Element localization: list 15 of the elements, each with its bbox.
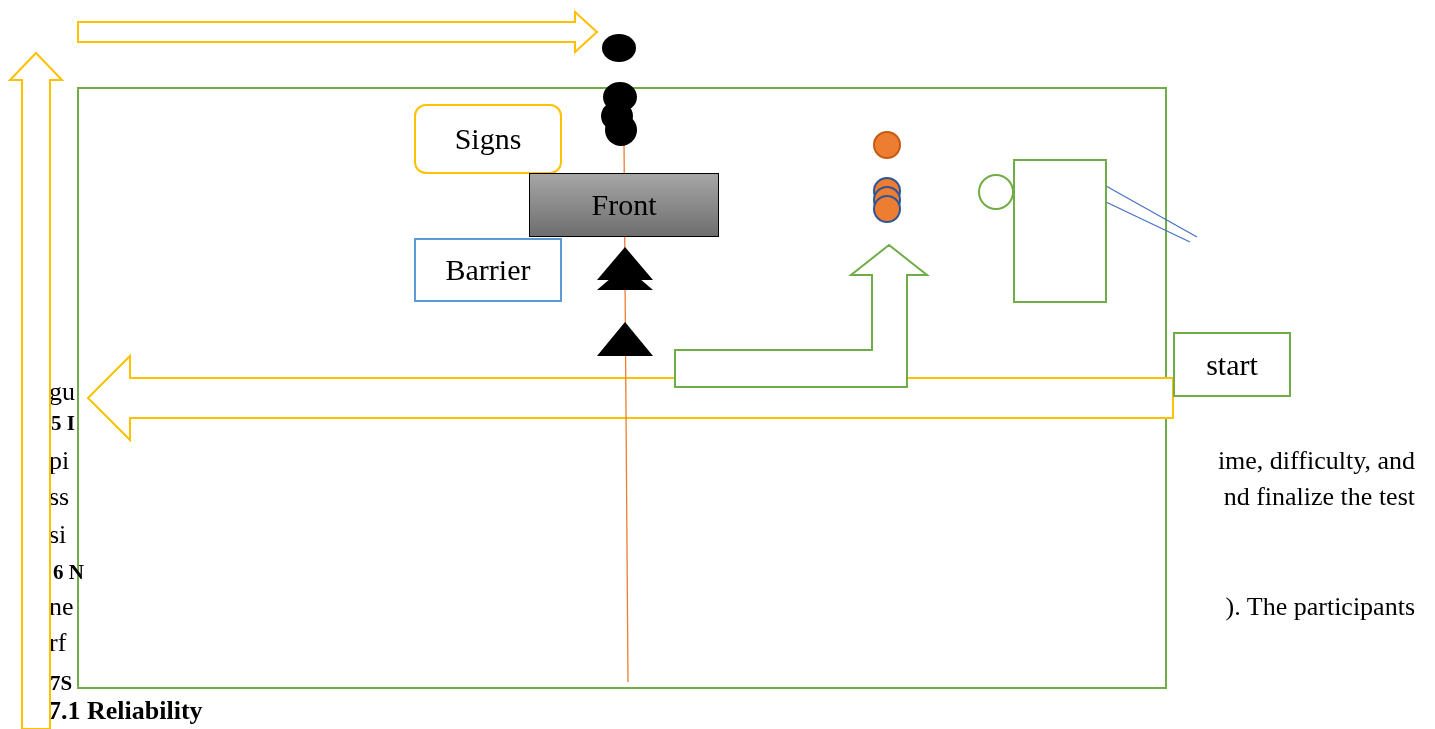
front-box: Front	[529, 173, 719, 237]
text-fragment: ime, difficulty, and	[1217, 446, 1415, 476]
text-fragment: ). The participants	[1225, 592, 1415, 622]
sign-box: Signs	[414, 104, 562, 174]
text-fragment: 5 I	[51, 410, 75, 437]
text-fragment: ne	[49, 592, 74, 622]
outline-box	[1013, 159, 1107, 303]
text-fragment: 7S	[50, 670, 73, 697]
text-fragment: pi	[49, 446, 70, 476]
barrier-box: Barrier	[414, 238, 562, 302]
outline-circle	[978, 174, 1014, 210]
text-fragment: nd finalize the test	[1223, 482, 1415, 512]
start-box: start	[1173, 332, 1291, 397]
text-fragment: gu	[49, 377, 75, 407]
text-fragment: rf	[49, 628, 67, 658]
